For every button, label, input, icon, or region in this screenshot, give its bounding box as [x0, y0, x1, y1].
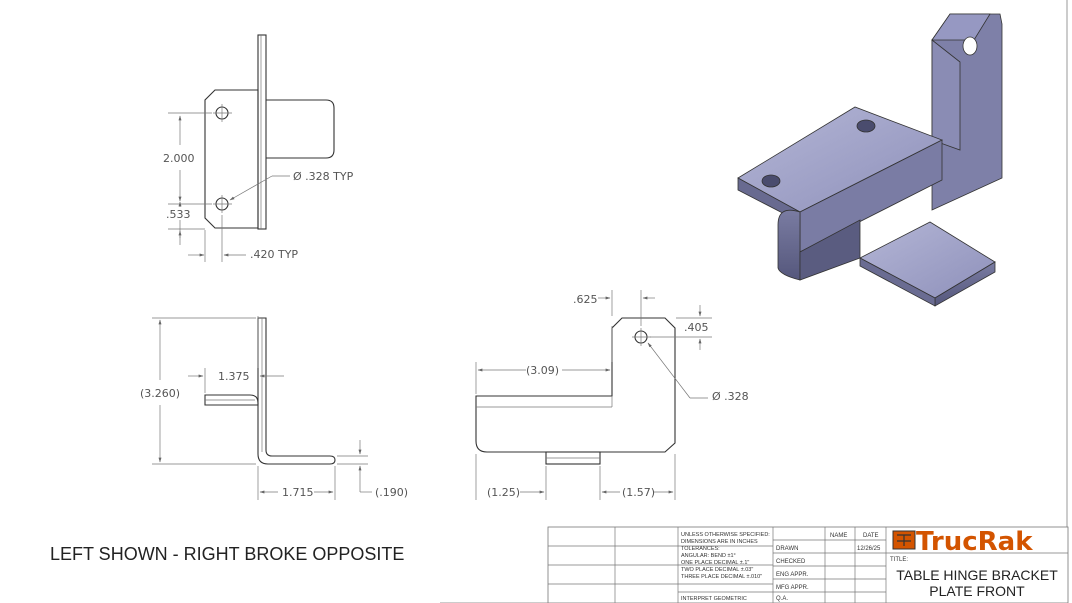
row-checked: CHECKED — [776, 559, 806, 565]
row-mfg-appr: MFG APPR. — [776, 585, 809, 591]
dim-top-width: (3.09) — [526, 364, 559, 377]
row-drawn: DRAWN — [776, 546, 798, 552]
dim-top-left: (1.25) — [487, 486, 520, 499]
tol-line-1: UNLESS OTHERWISE SPECIFIED: — [681, 532, 770, 538]
dim-front-edge: .533 — [166, 208, 191, 221]
dim-front-height: 2.000 — [163, 152, 195, 165]
brand-name: TrucRak — [916, 527, 1033, 557]
tol-line-5: ONE PLACE DECIMAL ±.1" — [681, 560, 749, 566]
col-name: NAME — [830, 533, 847, 539]
drawn-date: 12/26/25 — [857, 546, 881, 552]
tol-line-2: DIMENSIONS ARE IN INCHES — [681, 539, 758, 545]
dim-top-right: (1.57) — [622, 486, 655, 499]
dim-side-overall: (3.260) — [140, 387, 180, 400]
brand-logo: TrucRak — [892, 527, 1033, 557]
dim-side-bottom-leg: 1.715 — [282, 486, 314, 499]
title-line-2: PLATE FRONT — [929, 583, 1025, 599]
opposite-note: LEFT SHOWN - RIGHT BROKE OPPOSITE — [50, 544, 404, 564]
side-view: (3.260) 1.375 1.715 (.190) — [140, 316, 408, 500]
isometric-view — [737, 13, 1003, 307]
top-view: (3.09) .625 .405 Ø .328 (1.25) (1.57) — [475, 290, 749, 500]
front-hole-bottom — [213, 195, 232, 213]
title-line-1: TABLE HINGE BRACKET — [896, 567, 1058, 583]
dim-top-hole: Ø .328 — [712, 390, 749, 403]
row-qa: Q.A. — [776, 596, 788, 602]
front-view: 2.000 .533 Ø .328 TYP .420 TYP — [163, 34, 354, 262]
dim-top-hole-offset: .405 — [684, 321, 709, 334]
tol-line-3: TOLERANCES: — [681, 546, 720, 552]
row-eng-appr: ENG APPR. — [776, 572, 809, 578]
title-block: UNLESS OTHERWISE SPECIFIED: DIMENSIONS A… — [547, 526, 1069, 603]
tol-line-7: THREE PLACE DECIMAL ±.010" — [681, 574, 762, 580]
col-date: DATE — [863, 533, 879, 539]
front-hole-top — [213, 104, 232, 122]
top-hole — [632, 328, 651, 346]
dim-side-top-leg: 1.375 — [218, 370, 250, 383]
interpret-label: INTERPRET GEOMETRIC — [681, 596, 747, 602]
dim-front-hole: Ø .328 TYP — [293, 170, 354, 183]
tol-line-4: ANGULAR: BEND ±1° — [681, 553, 736, 559]
dim-side-thickness: (.190) — [375, 486, 408, 499]
title-label: TITLE: — [890, 557, 908, 563]
dim-front-hole-offset: .420 TYP — [250, 248, 298, 261]
dim-top-corner: .625 — [573, 293, 598, 306]
tol-line-6: TWO PLACE DECIMAL ±.03" — [681, 567, 753, 573]
